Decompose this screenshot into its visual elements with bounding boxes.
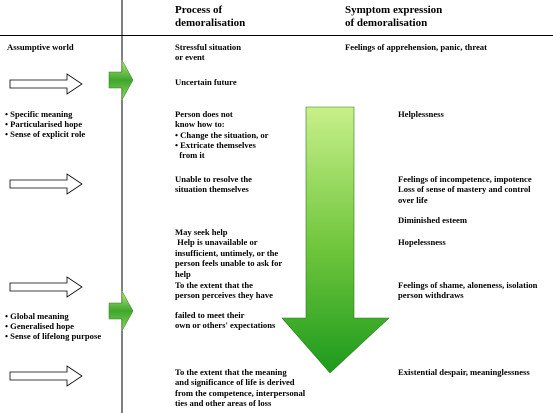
process-step-uncertain: Uncertain future [175, 77, 237, 87]
hollow-arrow-3 [9, 276, 83, 298]
process-sub-item: • Extricate themselves from it [175, 140, 256, 161]
hollow-arrow-2 [9, 173, 83, 195]
symptom-incompetence: Feelings of incompetence, impotence Loss… [398, 174, 532, 205]
big-down-arrow [281, 106, 390, 374]
process-column-header: Process of demoralisation [175, 4, 246, 29]
green-arrow-lower [108, 290, 134, 332]
process-step-stressful: Stressful situation or event [175, 42, 241, 63]
symptom-helplessness: Helplessness [398, 109, 444, 119]
process-step-perceives: To the extent that the person perceives … [175, 280, 273, 301]
process-step-seek-help: May seek help Help is unavailable or ins… [175, 227, 283, 279]
symptom-existential-despair: Existential despair, meaninglessness [398, 367, 530, 377]
hollow-arrow-1 [9, 73, 83, 95]
hollow-arrow-4 [9, 365, 83, 387]
assumptive-world-label: Assumptive world [7, 42, 74, 52]
process-step-meaning: To the extent that the meaning and signi… [175, 367, 306, 409]
assumptive-item: • Particularised hope [5, 119, 83, 129]
process-step-failed: failed to meet their own or others' expe… [175, 310, 276, 331]
symptom-shame: Feelings of shame, aloneness, isolation … [398, 280, 538, 301]
assumptive-item: • Sense of explicit role [5, 129, 86, 139]
assumptive-item: • Specific meaning [5, 109, 73, 119]
process-sub-item: • Change the situation, or [175, 130, 269, 140]
assumptive-item: • Generalised hope [5, 321, 74, 331]
assumptive-item: • Sense of lifelong purpose [5, 331, 102, 341]
symptom-apprehension: Feelings of apprehension, panic, threat [345, 42, 487, 52]
symptom-diminished-esteem: Diminished esteem [398, 215, 467, 225]
symptom-column-header: Symptom expression of demoralisation [345, 4, 443, 29]
process-step-unable: Unable to resolve the situation themselv… [175, 174, 252, 195]
symptom-hopelessness: Hopelessness [398, 237, 446, 247]
green-arrow-upper [108, 59, 134, 101]
process-step-not-know: Person does not know how to: [175, 109, 233, 130]
assumptive-item: • Global meaning [5, 311, 69, 321]
